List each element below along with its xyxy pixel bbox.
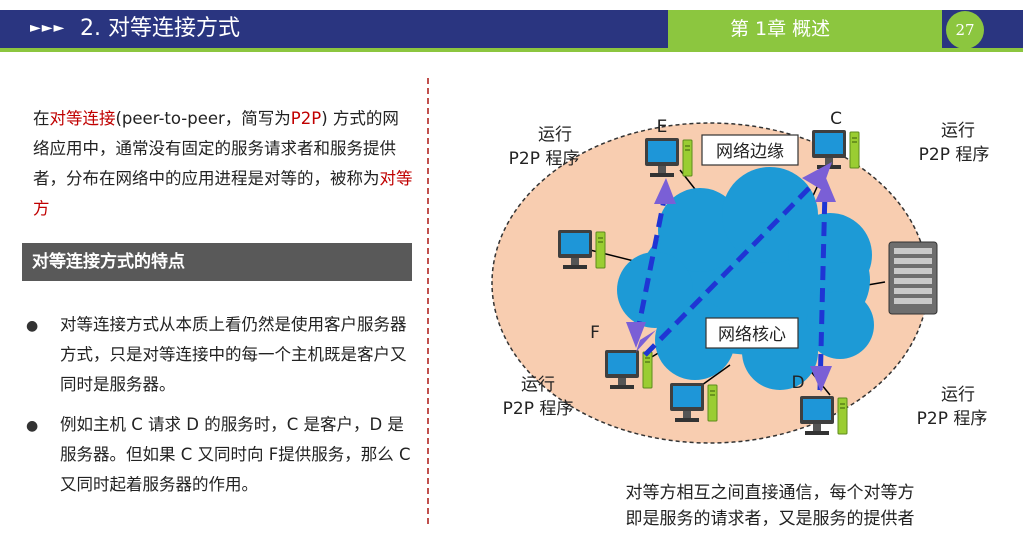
term-p2p: P2P [290, 109, 322, 128]
run-label: 运行 [521, 375, 555, 395]
run-label: P2P 程序 [509, 149, 580, 169]
arrowhead-f-in [636, 330, 656, 352]
term-peer-to-peer: 对等连接 [49, 109, 116, 128]
edge-label: 网络边缘 [716, 142, 784, 162]
node-label-d: D [791, 373, 804, 393]
header-chapter-bar [668, 10, 942, 48]
server-icon [888, 241, 938, 315]
caption-line: 对等方相互之间直接通信，每个对等方 [625, 483, 915, 503]
internet-cloud [617, 167, 874, 390]
arrow-f-to-c [643, 173, 824, 357]
core-label-box [705, 317, 799, 349]
run-label: 运行 [941, 385, 975, 405]
run-label: P2P 程序 [919, 145, 990, 165]
column-divider [427, 78, 429, 524]
bullet-item: 对等连接方式从本质上看仍然是使用客户服务器方式，只是对等连接中的每一个主机既是客… [60, 315, 407, 394]
bullet-icon: ● [26, 318, 39, 334]
arrowhead-up-c2 [815, 178, 836, 202]
run-label: P2P 程序 [503, 399, 574, 419]
arrow-f-to-e [634, 189, 669, 336]
term-peer: 对等方 [33, 169, 413, 218]
arrowhead-down-f [626, 322, 646, 348]
caption-line: 即是服务的请求者，又是服务的提供者 [625, 509, 915, 529]
diagram-caption: 对等方相互之间直接通信，每个对等方 即是服务的请求者，又是服务的提供者 [540, 480, 1000, 532]
node-label-f: F [590, 323, 600, 343]
run-label: 运行 [941, 121, 975, 141]
header-arrows-icon: ►►► [30, 20, 66, 36]
bullet-item: 例如主机 C 请求 D 的服务时，C 是客户，D 是服务器。但如果 C 又同时向… [60, 415, 411, 494]
chapter-label: 第 1章 概述 [730, 18, 831, 40]
header-left-bar [0, 10, 668, 48]
intro-text: (peer-to-peer，简写为 [115, 109, 291, 128]
arrowhead-down-d [810, 366, 832, 392]
page-number: 27 [946, 11, 984, 49]
header-rule [0, 48, 1023, 52]
intro-paragraph: 在对等连接(peer-to-peer，简写为P2P) 方式的网络应用中，通常没有… [33, 104, 415, 224]
section-heading: 对等连接方式的特点 [22, 243, 412, 281]
computer-icon-d [800, 396, 848, 436]
arrowhead-up-e [654, 178, 676, 204]
core-label: 网络核心 [718, 325, 786, 345]
edge-label-box [701, 134, 799, 166]
slide-title: 2. 对等连接方式 [80, 16, 240, 41]
p2p-network-diagram: 网络边缘 网络核心 E C F D 运行 P2P 程序 运行 P2P 程序 [491, 109, 990, 444]
run-label: P2P 程序 [917, 409, 988, 429]
node-label-e: E [657, 117, 668, 137]
slide-header: ►►► 2. 对等连接方式 第 1章 概述 27 [0, 0, 1023, 52]
section-heading-text: 对等连接方式的特点 [32, 252, 185, 272]
arrow-c-to-d [817, 189, 828, 391]
node-label-c: C [830, 109, 842, 129]
intro-text: 在 [33, 109, 50, 128]
bullet-icon: ● [26, 418, 39, 434]
intro-text: ) 方式的网络应用中，通常没有固定的服务请求者和服务提供者，分布在网络中的应用进… [33, 109, 399, 188]
run-label: 运行 [538, 125, 572, 145]
